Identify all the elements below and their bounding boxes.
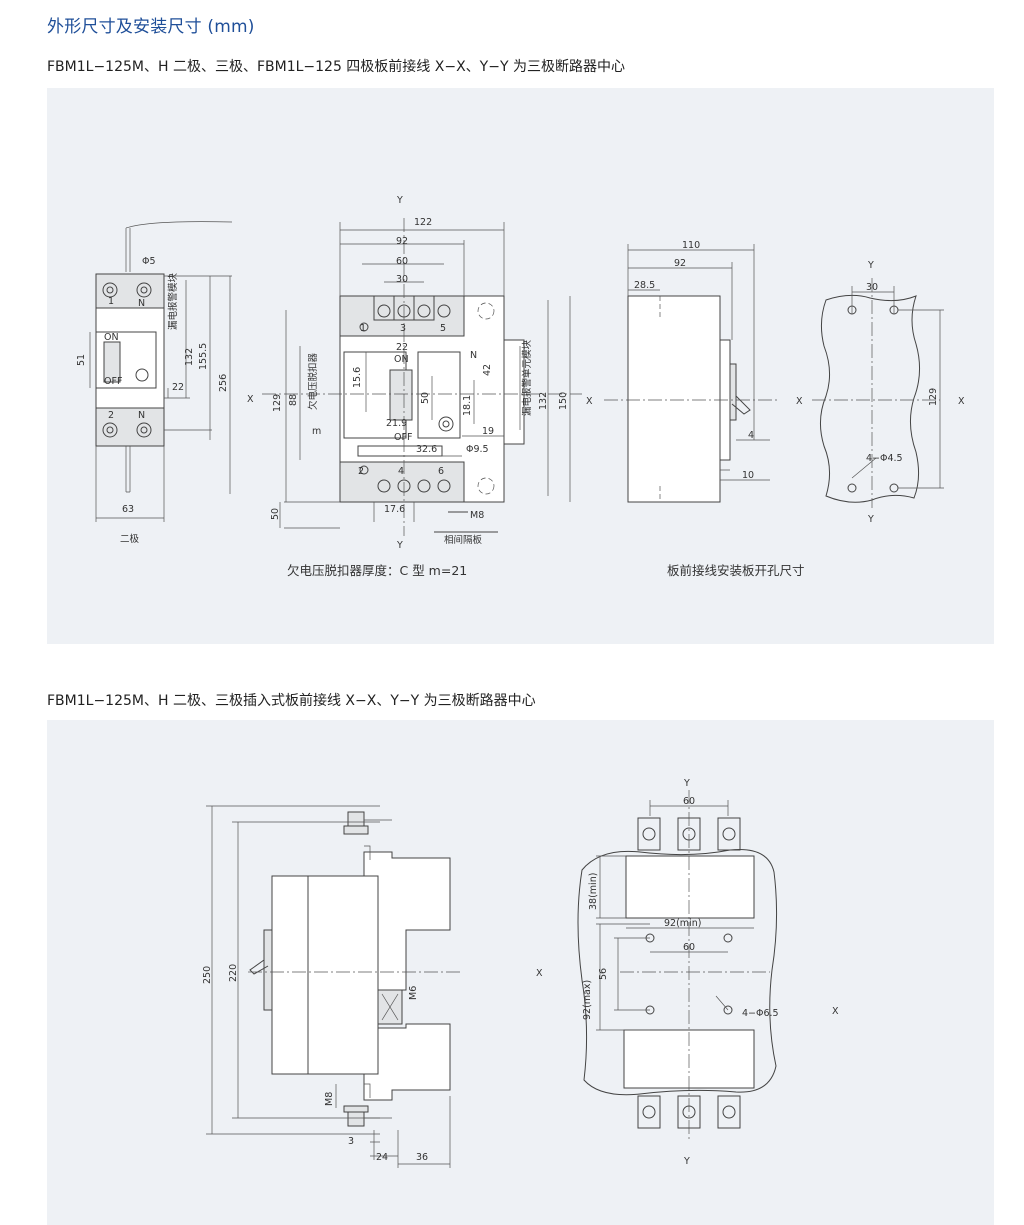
cutout-view: Y Y X X 30 129 4−Φ4.5 板前接线安装板开孔尺寸: [667, 260, 965, 578]
dim-92: 92: [396, 236, 408, 247]
dim-63: 63: [122, 504, 134, 515]
front-note: 欠电压脱扣器厚度：C 型 m=21: [287, 563, 467, 578]
two-pole-term-n-bot: N: [138, 410, 145, 421]
front-term-6: 6: [438, 466, 444, 477]
front-axis-y-bot: Y: [396, 540, 403, 551]
dim-92max: 92(max): [582, 980, 593, 1020]
plugin-cutout-view: Y Y X X 60 38(min) 92(min) 60 92(max) 56…: [536, 778, 839, 1167]
dim-22: 22: [172, 382, 184, 393]
dim-17-6: 17.6: [384, 504, 405, 515]
two-pole-on-label: ON: [104, 332, 119, 343]
dim-42: 42: [482, 364, 493, 376]
front-module-label: 漏电报警单元模块: [521, 339, 533, 416]
dim-256: 256: [218, 374, 229, 392]
plugin-axis-x-left: X: [536, 968, 543, 979]
two-pole-term-n-top: N: [138, 298, 145, 309]
two-pole-term-1: 1: [108, 296, 114, 307]
side-view: X 110 92 28.5 4 10: [586, 240, 780, 503]
dim-50: 50: [420, 392, 431, 404]
dim-56: 56: [598, 968, 609, 980]
dim-19: 19: [482, 426, 494, 437]
front-axis-x: X: [247, 394, 254, 405]
front-barrier-label: 相间隔板: [444, 534, 483, 546]
front-term-1: 1: [360, 323, 366, 334]
front-view: Y Y X 122 92 60 30 1 3 5 2 4 6 ON OFF N …: [247, 195, 582, 578]
dim-122: 122: [414, 217, 432, 228]
plugin-side-view: 250 220 M6 M8 3 24 36: [202, 805, 460, 1168]
cutout-caption: 板前接线安装板开孔尺寸: [667, 563, 805, 578]
dim-88: 88: [288, 394, 299, 406]
cutout-axis-x-right: X: [958, 396, 965, 407]
dim-155-5: 155.5: [198, 343, 209, 370]
diagram1-drawing: Φ5 1 N ON OFF 2 N 漏电报警模块 51 132 155.5 25…: [76, 195, 965, 578]
plugin-holes: 4−Φ6.5: [742, 1008, 779, 1019]
dim-phi9-5: Φ9.5: [466, 444, 489, 455]
dim-60-top: 60: [683, 796, 695, 807]
dim-18-1: 18.1: [462, 395, 473, 416]
dim-15-6: 15.6: [352, 367, 363, 388]
dim-129-cutout: 129: [928, 388, 939, 406]
dim-m6: M6: [408, 986, 419, 1000]
front-undervoltage-label: 欠电压脱扣器: [307, 352, 319, 410]
dim-10: 10: [742, 470, 754, 481]
cutout-axis-y-top: Y: [867, 260, 874, 271]
dim-150: 150: [558, 392, 569, 410]
front-off-label: OFF: [394, 432, 412, 443]
dim-92-side: 92: [674, 258, 686, 269]
dim-132: 132: [184, 348, 195, 366]
plugin-axis-y-bot: Y: [683, 1156, 690, 1167]
dim-28-5: 28.5: [634, 280, 655, 291]
dim-92min: 92(min): [664, 918, 701, 929]
dim-32-6: 32.6: [416, 444, 437, 455]
dim-220: 220: [228, 964, 239, 982]
section2-subtitle: FBM1L−125M、H 二极、三极插入式板前接线 X−X、Y−Y 为三极断路器…: [47, 693, 536, 709]
diagram2-panel: 250 220 M6 M8 3 24 36 Y Y X X 60 38(min)…: [47, 720, 994, 1225]
diagram1-panel: Φ5 1 N ON OFF 2 N 漏电报警模块 51 132 155.5 25…: [47, 88, 994, 644]
dim-30: 30: [396, 274, 408, 285]
dim-60-mid: 60: [683, 942, 695, 953]
dim-24: 24: [376, 1152, 388, 1163]
front-n-label: N: [470, 350, 477, 361]
front-axis-y-top: Y: [396, 195, 403, 206]
dim-4: 4: [748, 430, 754, 441]
two-pole-module-label: 漏电报警模块: [167, 272, 179, 330]
dim-m8: M8: [470, 510, 484, 521]
cutout-holes: 4−Φ4.5: [866, 453, 903, 464]
front-term-3: 3: [400, 323, 406, 334]
dim-36: 36: [416, 1152, 428, 1163]
plugin-axis-x-right: X: [832, 1006, 839, 1017]
cutout-axis-y-bot: Y: [867, 514, 874, 525]
dim-60: 60: [396, 256, 408, 267]
two-pole-term-2: 2: [108, 410, 114, 421]
dim-21-9: 21.9: [386, 418, 407, 429]
dim-132-front: 132: [538, 392, 549, 410]
two-pole-phi5: Φ5: [142, 256, 156, 267]
dim-30-cutout: 30: [866, 282, 878, 293]
side-axis-x: X: [586, 396, 593, 407]
dim-m8-side: M8: [324, 1092, 335, 1106]
dim-50-bottom: 50: [270, 508, 281, 520]
front-on-label: ON: [394, 354, 409, 365]
dim-129: 129: [272, 394, 283, 412]
dim-3: 3: [348, 1136, 354, 1147]
dim-m: m: [312, 426, 321, 437]
two-pole-view: Φ5 1 N ON OFF 2 N 漏电报警模块 51 132 155.5 25…: [76, 221, 233, 545]
front-term-4: 4: [398, 466, 404, 477]
two-pole-off-label: OFF: [104, 376, 122, 387]
front-term-2: 2: [358, 466, 364, 477]
dim-110: 110: [682, 240, 700, 251]
dim-38min: 38(min): [588, 873, 599, 910]
page-title: 外形尺寸及安装尺寸 (mm): [47, 17, 255, 37]
dim-22-front: 22: [396, 342, 408, 353]
front-term-5: 5: [440, 323, 446, 334]
dim-51: 51: [76, 354, 87, 366]
diagram2-drawing: 250 220 M6 M8 3 24 36 Y Y X X 60 38(min)…: [202, 778, 839, 1168]
cutout-axis-x-left: X: [796, 396, 803, 407]
section1-subtitle: FBM1L−125M、H 二极、三极、FBM1L−125 四极板前接线 X−X、…: [47, 59, 625, 75]
dim-250: 250: [202, 966, 213, 984]
two-pole-caption: 二极: [120, 533, 140, 545]
plugin-axis-y-top: Y: [683, 778, 690, 789]
